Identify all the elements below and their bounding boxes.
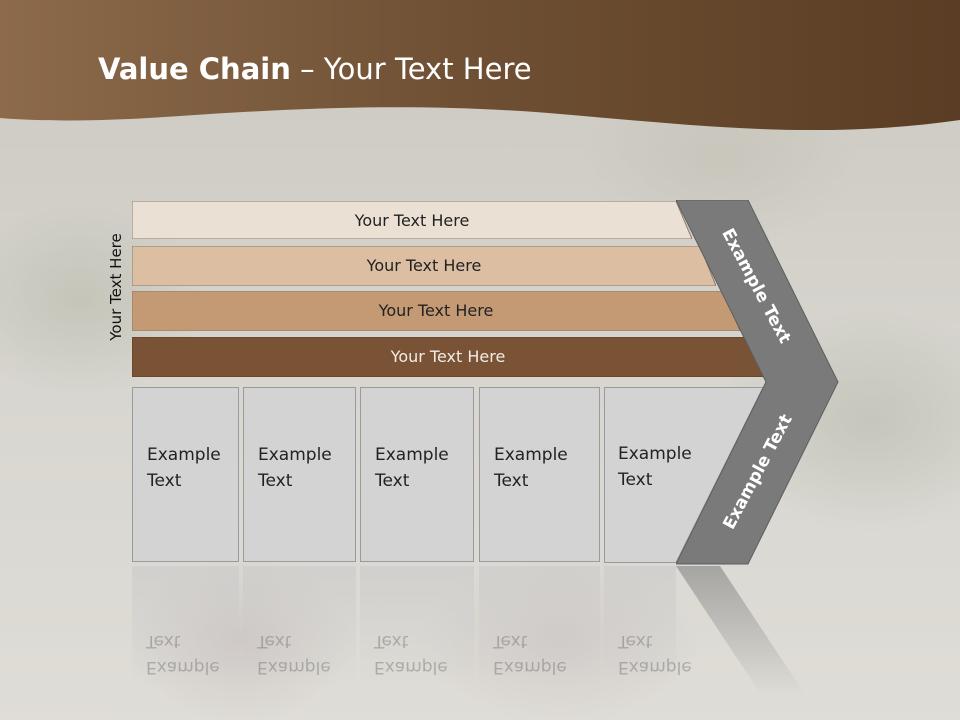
- chevron-reflection: [676, 566, 806, 696]
- primary-column-2: Example Text: [243, 387, 356, 562]
- margin-chevron: [676, 200, 839, 565]
- primary-column-3-text: Example Text: [375, 445, 449, 491]
- support-bar-2: Your Text Here: [132, 246, 716, 286]
- primary-column-5: [604, 387, 764, 563]
- primary-column-5-box: Example Text: [604, 387, 704, 562]
- primary-column-1-text: Example Text: [147, 445, 221, 491]
- reflection-2: Example Text: [243, 566, 356, 686]
- reflection-3-text: Example Text: [374, 631, 448, 677]
- reflection-3: Example Text: [360, 566, 474, 686]
- primary-column-4-text: Example Text: [494, 445, 568, 491]
- reflection-2-text: Example Text: [257, 631, 331, 677]
- slide-title: Value Chain – Your Text Here: [98, 52, 532, 86]
- title-banner: [0, 0, 960, 131]
- title-bold: Value Chain: [98, 52, 291, 86]
- support-bar-4: Your Text Here: [132, 337, 764, 377]
- support-bar-4-label: Your Text Here: [390, 346, 506, 366]
- support-bar-3-label: Your Text Here: [378, 300, 494, 320]
- support-bar-1-label: Your Text Here: [354, 210, 470, 230]
- reflection-4-text: Example Text: [493, 631, 567, 677]
- primary-column-3: Example Text: [360, 387, 474, 562]
- primary-column-4: Example Text: [479, 387, 600, 562]
- reflection-5: Example Text: [604, 566, 692, 686]
- primary-column-1: Example Text: [132, 387, 239, 562]
- support-bar-2-label: Your Text Here: [366, 255, 482, 275]
- reflection-1-text: Example Text: [146, 631, 220, 677]
- support-bar-3: Your Text Here: [132, 291, 740, 331]
- primary-column-5-text: Example Text: [618, 444, 692, 490]
- support-bar-1: Your Text Here: [132, 201, 692, 239]
- reflection-1: Example Text: [132, 566, 239, 686]
- primary-column-2-text: Example Text: [258, 445, 332, 491]
- side-label-text: Your Text Here: [107, 233, 125, 341]
- reflection-4: Example Text: [479, 566, 600, 686]
- title-rest: – Your Text Here: [290, 52, 532, 86]
